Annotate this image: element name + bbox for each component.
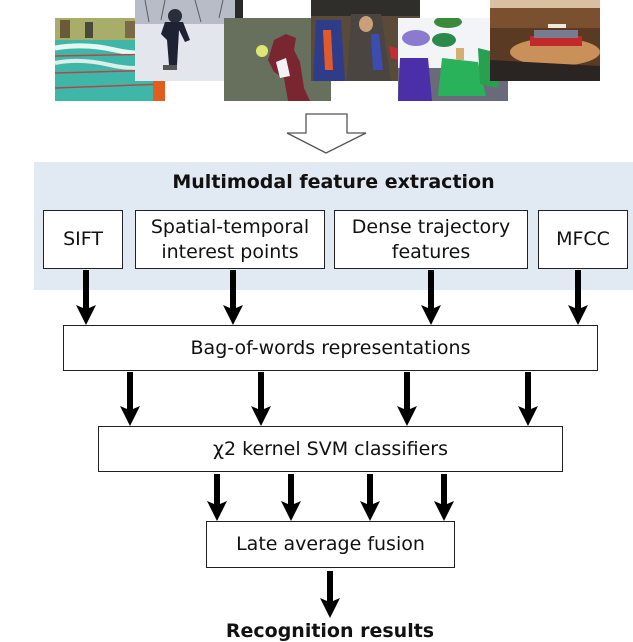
parade-frame <box>398 18 508 101</box>
feature-label-stip: Spatial-temporal interest points <box>150 215 310 263</box>
arrow-svm-to-fusion-3-icon <box>360 474 380 521</box>
feature-extraction-title: Multimodal feature extraction <box>172 171 495 193</box>
arrow-bow-to-svm-3-icon <box>397 372 417 426</box>
arrow-fusion-to-results-icon <box>320 571 340 618</box>
arrow-svm-to-fusion-1-icon <box>207 474 227 521</box>
arrow-bow-to-svm-4-icon <box>518 372 538 426</box>
bag-of-words-label: Bag-of-words representations <box>190 336 471 359</box>
arrow-svm-to-fusion-4-icon <box>434 474 454 521</box>
feature-box-sift: SIFT <box>43 210 123 269</box>
concert-hall-frame <box>490 0 600 81</box>
feature-label-sift: SIFT <box>63 228 103 250</box>
hollow-down-arrow-icon <box>286 113 367 154</box>
late-fusion-label: Late average fusion <box>236 533 425 555</box>
arrow-bow-to-svm-1-icon <box>120 372 140 426</box>
feature-label-mfcc: MFCC <box>556 228 610 250</box>
recognition-results-label: Recognition results <box>225 620 435 642</box>
arrow-svm-to-fusion-2-icon <box>281 474 301 521</box>
svm-classifiers-label: χ2 kernel SVM classifiers <box>213 437 448 460</box>
late-fusion-box: Late average fusion <box>206 521 455 568</box>
feature-label-dense-trajectory: Dense trajectory features <box>351 215 511 263</box>
feature-extraction-panel <box>34 162 633 290</box>
feature-box-mfcc: MFCC <box>538 210 628 269</box>
bag-of-words-box: Bag-of-words representations <box>63 325 598 371</box>
svm-classifiers-box: χ2 kernel SVM classifiers <box>98 426 563 472</box>
feature-box-dense-trajectory: Dense trajectory features <box>334 210 528 269</box>
feature-box-stip: Spatial-temporal interest points <box>135 210 325 269</box>
arrow-bow-to-svm-2-icon <box>251 372 271 426</box>
